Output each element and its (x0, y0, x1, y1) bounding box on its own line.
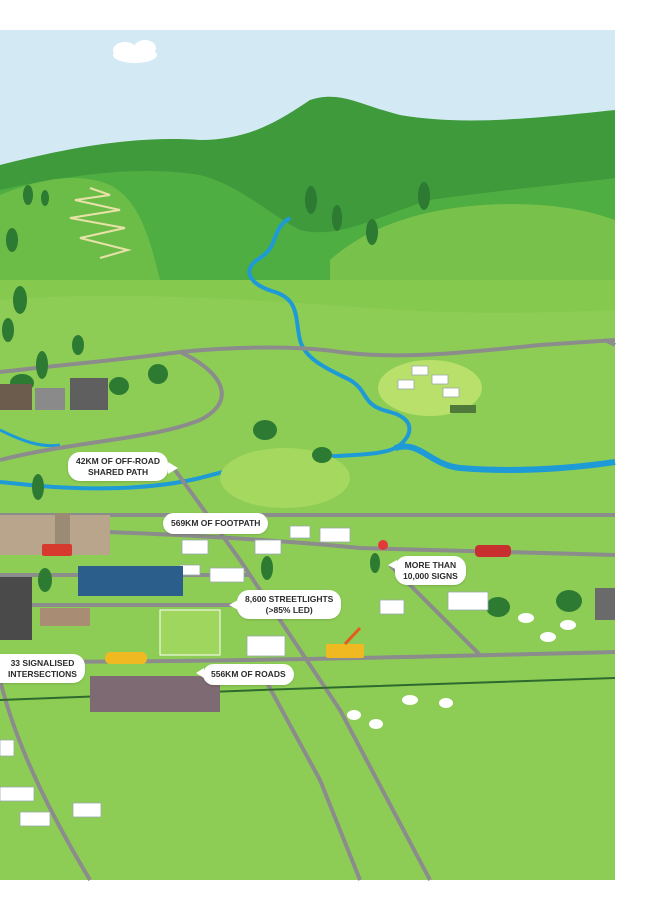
callout-signs-tail (388, 560, 397, 570)
houses (0, 365, 489, 827)
callout-footpath-line1: 569KM OF FOOTPATH (171, 518, 261, 528)
sports-field (159, 609, 221, 656)
stop-sign-icon (378, 540, 388, 550)
river-lower (394, 443, 616, 473)
callout-intersections-line1: 33 SIGNALISED (10, 658, 75, 668)
callout-shared-path-line1: 42KM OF OFF-ROAD (76, 456, 161, 466)
callout-streetlights-tail (229, 600, 238, 610)
buildings (0, 378, 615, 712)
animals (347, 613, 576, 729)
river-left (0, 428, 61, 448)
park (378, 360, 482, 416)
callout-roads-line1: 556KM OF ROADS (211, 669, 286, 679)
callout-streetlights-line2: (>85% LED) (265, 604, 313, 615)
callout-streetlights: 8,600 STREETLIGHTS (>85% LED) (237, 590, 342, 620)
callout-shared-path-line2: SHARED PATH (87, 466, 149, 477)
callout-intersections: 33 SIGNALISED INTERSECTIONS (0, 654, 85, 684)
mountain-bike-track (69, 187, 132, 259)
callout-roads-tail (196, 668, 204, 678)
callout-streetlights-line1: 8,600 STREETLIGHTS (245, 594, 334, 604)
callout-signs-line2: 10,000 SIGNS (403, 570, 458, 581)
callout-intersections-line2: INTERSECTIONS (8, 668, 77, 679)
cloud-icon (113, 40, 157, 63)
callout-footpath: 569KM OF FOOTPATH (163, 513, 269, 534)
callout-roads: 556KM OF ROADS (203, 664, 294, 685)
vehicles (42, 405, 511, 664)
playground (220, 448, 350, 508)
callout-shared-path-tail (168, 462, 178, 474)
railway (0, 677, 616, 701)
callout-signs-line1: MORE THAN (404, 560, 457, 570)
river (0, 216, 412, 491)
callout-signs: MORE THAN 10,000 SIGNS (395, 556, 466, 586)
callout-shared-path: 42KM OF OFF-ROAD SHARED PATH (68, 452, 169, 482)
plain-field (0, 295, 615, 880)
